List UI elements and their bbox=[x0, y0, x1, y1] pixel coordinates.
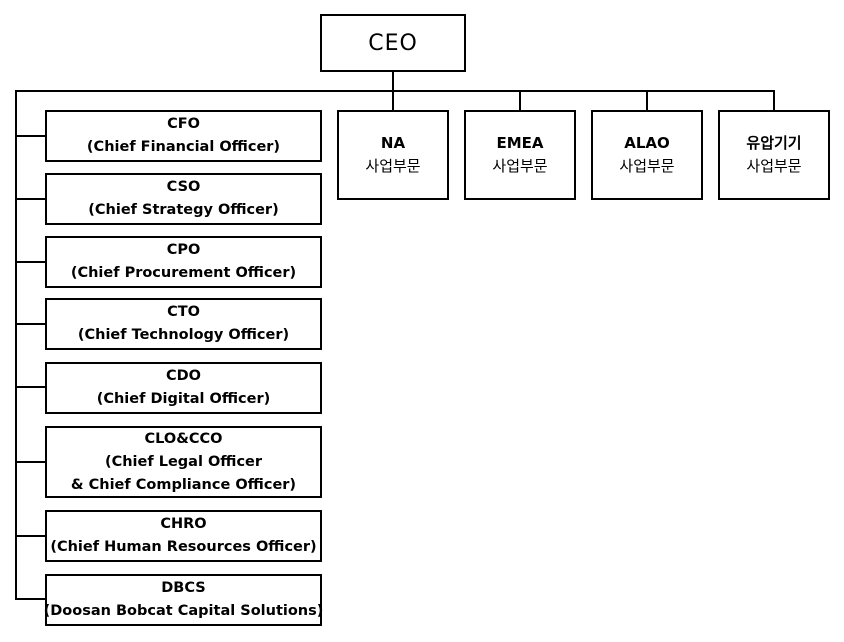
branch-connector-cso bbox=[15, 198, 46, 200]
division-box-alao: ALAO 사업부문 bbox=[591, 110, 703, 200]
function-abbr: CFO bbox=[167, 116, 200, 132]
ceo-down-connector bbox=[392, 70, 394, 92]
function-box-cpo: CPO (Chief Procurement Officer) bbox=[45, 236, 322, 288]
division-sub: 사업부문 bbox=[492, 157, 548, 175]
division-sub: 사업부문 bbox=[619, 157, 675, 175]
division-name: ALAO bbox=[624, 134, 670, 152]
top-horizontal-connector bbox=[15, 90, 775, 92]
function-box-cso: CSO (Chief Strategy Officer) bbox=[45, 173, 322, 225]
division-sub: 사업부문 bbox=[746, 157, 802, 175]
branch-connector-cto bbox=[15, 323, 46, 325]
function-title: (Doosan Bobcat Capital Solutions) bbox=[43, 603, 324, 619]
division-connector-emea bbox=[519, 90, 521, 112]
function-title: (Chief Procurement Officer) bbox=[70, 265, 297, 281]
branch-connector-cfo bbox=[15, 135, 46, 137]
function-abbr: CLO&CCO bbox=[144, 430, 223, 447]
function-title: (Chief Digital Officer) bbox=[96, 391, 271, 407]
branch-connector-dbcs bbox=[15, 598, 46, 600]
division-box-emea: EMEA 사업부문 bbox=[464, 110, 576, 200]
function-abbr: CDO bbox=[165, 368, 201, 384]
division-name: EMEA bbox=[496, 134, 544, 152]
function-box-clo-cco: CLO&CCO (Chief Legal Officer & Chief Com… bbox=[45, 426, 322, 498]
ceo-label: CEO bbox=[368, 30, 418, 56]
division-box-na: NA 사업부문 bbox=[337, 110, 449, 200]
branch-connector-chro bbox=[15, 535, 46, 537]
function-box-cdo: CDO (Chief Digital Officer) bbox=[45, 362, 322, 414]
function-box-cfo: CFO (Chief Financial Officer) bbox=[45, 110, 322, 162]
function-title: (Chief Technology Officer) bbox=[77, 327, 290, 343]
division-box-hydraulics: 유압기기 사업부문 bbox=[718, 110, 830, 200]
function-abbr: CPO bbox=[166, 242, 201, 258]
branch-connector-cdo bbox=[15, 386, 46, 388]
function-title: (Chief Legal Officer bbox=[104, 453, 263, 470]
function-abbr: DBCS bbox=[161, 580, 206, 596]
division-connector-hydraulics bbox=[773, 90, 775, 112]
function-box-dbcs: DBCS (Doosan Bobcat Capital Solutions) bbox=[43, 574, 324, 626]
function-box-cto: CTO (Chief Technology Officer) bbox=[45, 298, 322, 350]
division-sub: 사업부문 bbox=[365, 157, 421, 175]
division-name: 유압기기 bbox=[746, 134, 802, 152]
function-abbr: CSO bbox=[166, 179, 201, 195]
branch-connector-cpo bbox=[15, 261, 46, 263]
function-title: (Chief Financial Officer) bbox=[86, 139, 281, 155]
function-box-chro: CHRO (Chief Human Resources Officer) bbox=[45, 510, 322, 562]
branch-connector-clo-cco bbox=[15, 461, 46, 463]
division-connector-alao bbox=[646, 90, 648, 112]
division-name: NA bbox=[380, 134, 406, 152]
division-connector-na bbox=[392, 90, 394, 112]
function-abbr: CTO bbox=[167, 304, 200, 320]
function-title: (Chief Human Resources Officer) bbox=[50, 539, 317, 555]
function-abbr: CHRO bbox=[160, 516, 207, 532]
function-title-line2: & Chief Compliance Officer) bbox=[70, 476, 297, 493]
left-vertical-connector bbox=[15, 90, 17, 600]
function-title: (Chief Strategy Officer) bbox=[88, 202, 279, 218]
ceo-box: CEO bbox=[320, 14, 466, 72]
